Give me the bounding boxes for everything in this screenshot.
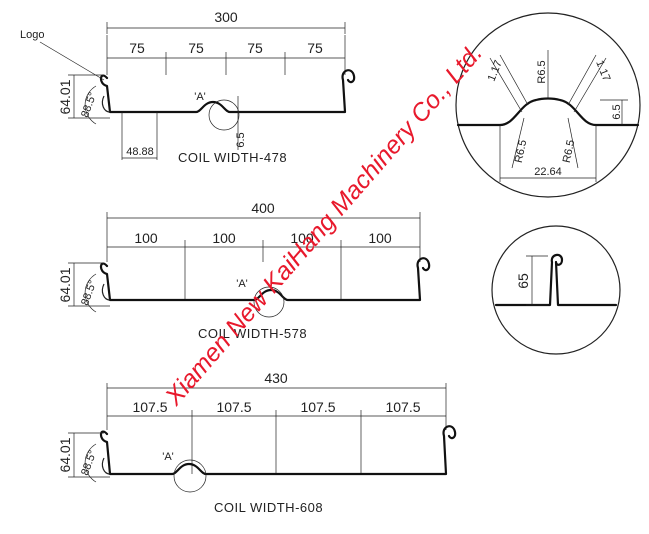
detail-a-ref: 'A' — [162, 451, 174, 463]
angle-label: 88.5° — [79, 279, 99, 307]
lower-radius-right-label: R6.5 — [561, 139, 578, 164]
left-hook — [101, 457, 111, 475]
left-slope-leader — [499, 54, 529, 106]
left-slope-leader — [489, 57, 523, 113]
pitch-label: 100 — [290, 230, 314, 246]
seam-boundary — [491, 225, 621, 355]
pitch-label: 75 — [188, 40, 204, 56]
rib-profile — [456, 97, 640, 127]
coil-width-label: COIL WIDTH-478 — [178, 150, 287, 165]
pitch-label: 107.5 — [300, 399, 335, 415]
overall-width-label: 400 — [251, 200, 275, 216]
overall-width-label: 430 — [264, 370, 288, 386]
seam-detail: 65 — [491, 225, 621, 355]
bottom-width-label: 48.88 — [126, 146, 154, 158]
panel-profile — [99, 69, 356, 114]
height-label: 64.01 — [57, 437, 73, 472]
left-hook — [101, 95, 111, 113]
detail-a-circle — [208, 99, 240, 131]
top-radius-label: R6.5 — [536, 60, 548, 83]
pitch-label: 107.5 — [385, 399, 420, 415]
angle-arc — [84, 85, 97, 125]
angle-arc — [84, 273, 97, 313]
pitch-label: 100 — [368, 230, 392, 246]
right-slope-label: 1.17 — [593, 59, 612, 83]
company-watermark: Xiamen New KaiHang Machinery Co., Ltd. — [159, 39, 488, 412]
lower-radius-left-label: R6.5 — [513, 139, 530, 164]
pitch-label: 107.5 — [132, 399, 167, 415]
right-slope-leader — [573, 57, 607, 113]
pitch-label: 75 — [129, 40, 145, 56]
angle-label: 88.5° — [79, 91, 99, 119]
pitch-label: 75 — [247, 40, 263, 56]
panel-profile — [99, 257, 431, 302]
seam-profile — [494, 253, 618, 307]
base-width-label: 22.64 — [534, 166, 562, 178]
lower-radius-leader — [567, 117, 579, 169]
logo-leader — [39, 41, 105, 81]
profile-400: 400 100 100 100 100 64.01 88.5° 'A' COIL… — [57, 200, 431, 341]
right-slope-leader — [567, 54, 597, 106]
detail-a-ref: 'A' — [236, 278, 248, 290]
detail-a-enlarged: 22.64 1.17 R6.5 1.17 6.5 R6.5 R6.5 — [455, 12, 641, 198]
logo-label: Logo — [20, 29, 44, 41]
height-label: 64.01 — [57, 79, 73, 114]
angle-arc — [84, 443, 97, 483]
panel-profile — [99, 425, 457, 476]
overall-width-label: 300 — [214, 9, 238, 25]
seam-height-label: 65 — [515, 273, 531, 289]
lower-radius-leader — [511, 117, 525, 169]
angle-label: 88.5° — [79, 449, 99, 477]
pitch-label: 75 — [307, 40, 323, 56]
profile-430: 430 107.5 107.5 107.5 107.5 64.01 88.5° … — [57, 370, 457, 515]
profile-300: 300 75 75 75 75 64.01 88.5° Logo 'A' 6.5 — [20, 9, 356, 165]
left-slope-label: 1.17 — [486, 59, 505, 83]
height-label: 64.01 — [57, 267, 73, 302]
right-height-label: 6.5 — [611, 104, 623, 119]
coil-width-label: COIL WIDTH-578 — [198, 326, 307, 341]
detail-a-boundary — [455, 12, 641, 198]
rib-depth-label: 6.5 — [235, 132, 247, 147]
detail-a-ref: 'A' — [194, 91, 206, 103]
detail-a-circle — [253, 286, 285, 318]
left-hook — [101, 283, 111, 301]
detail-a-circle — [173, 459, 207, 493]
coil-width-label: COIL WIDTH-608 — [214, 500, 323, 515]
pitch-label: 100 — [212, 230, 236, 246]
pitch-label: 107.5 — [216, 399, 251, 415]
pitch-label: 100 — [134, 230, 158, 246]
